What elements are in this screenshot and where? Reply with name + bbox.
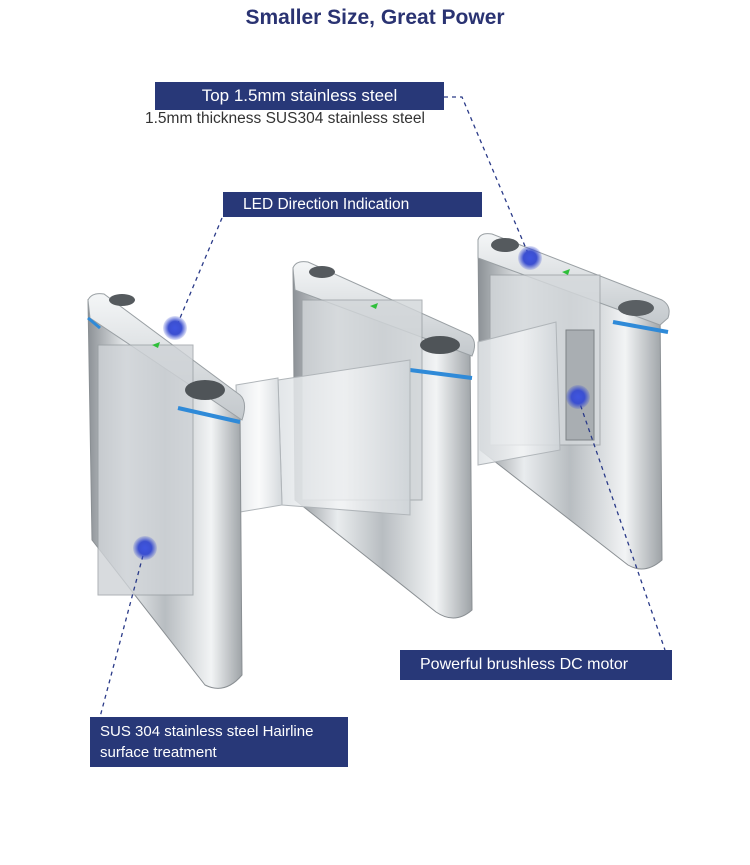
callout-top-steel: Top 1.5mm stainless steel <box>155 82 444 110</box>
marker-dot-icon <box>133 536 157 560</box>
glass-wing-middle <box>277 359 411 516</box>
callout-led: LED Direction Indication <box>223 192 482 217</box>
left-cabinet <box>87 293 246 689</box>
callout-motor: Powerful brushless DC motor <box>400 650 672 680</box>
marker-dot-icon <box>566 385 590 409</box>
marker-dot-icon <box>163 316 187 340</box>
card-reader-icon <box>491 238 519 252</box>
page-title: Smaller Size, Great Power <box>245 6 505 29</box>
green-arrow-icon <box>562 269 570 275</box>
callout-surface-line1: SUS 304 stainless steel Hairline <box>100 723 314 740</box>
glass-wing-right <box>477 321 561 466</box>
callout-surface: SUS 304 stainless steel Hairline surface… <box>90 717 348 767</box>
callout-top-steel-subtext: 1.5mm thickness SUS304 stainless steel <box>145 110 425 127</box>
leader-lines <box>99 96 666 718</box>
marker-dot-icon <box>518 246 542 270</box>
callout-surface-line2: surface treatment <box>100 744 217 761</box>
